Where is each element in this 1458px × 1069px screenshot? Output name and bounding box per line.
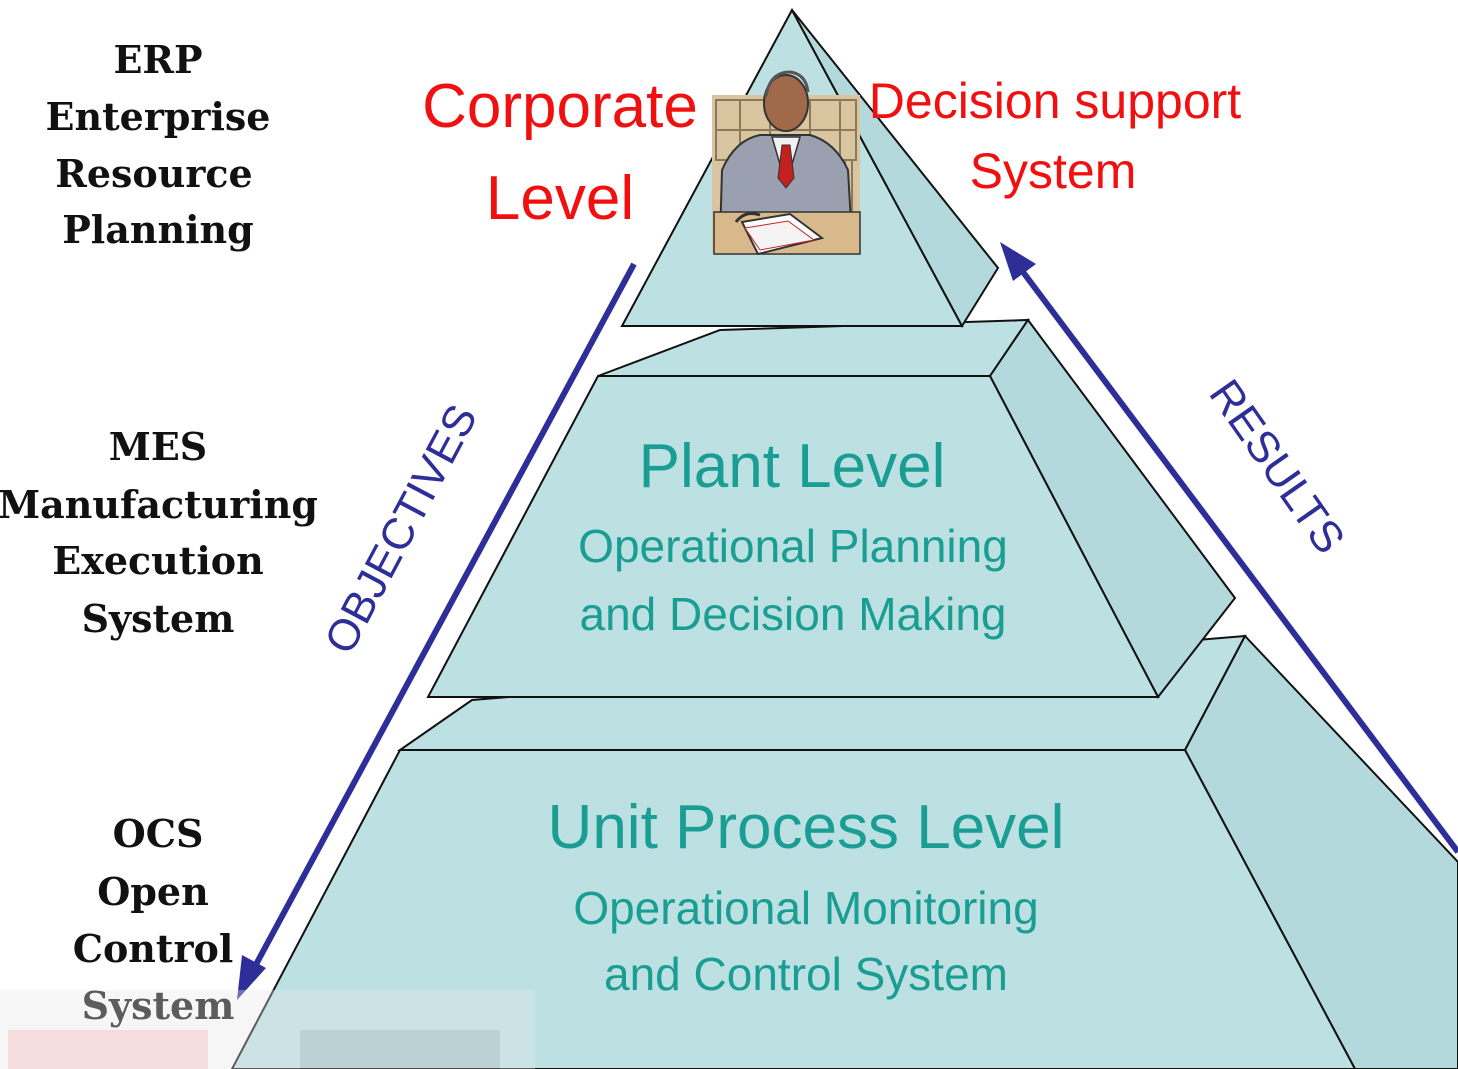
ocs-line: Control [73,926,234,971]
corporate-level-title-2: Level [486,164,634,233]
objectives-arrow [237,262,637,1000]
unit-level-sub-2: and Control System [604,948,1008,1000]
plant-level-sub-2: and Decision Making [579,588,1006,640]
erp-line: Resource [55,151,252,196]
executive-illustration [712,70,861,256]
unit-tier-front-face [230,749,1357,1069]
plant-tier-front-face [426,375,1160,698]
results-arrow [1000,242,1458,854]
erp-line: Planning [62,207,254,252]
plant-tier [426,318,1237,699]
plant-level-title: Plant Level [639,432,946,501]
mes-line: Execution [52,538,264,583]
corporate-level-title-1: Corporate [422,72,698,141]
unit-process-tier [230,634,1458,1069]
watermark [0,990,535,1069]
erp-line: ERP [113,37,202,82]
plant-level-sub-1: Operational Planning [578,520,1008,572]
unit-level-sub-1: Operational Monitoring [573,882,1038,934]
ocs-label: OCS Open Control System [73,811,235,1028]
ocs-line: Open [97,869,208,914]
mes-label: MES Manufacturing Execution System [0,424,318,641]
mes-line: Manufacturing [0,482,318,527]
objectives-label: OBJECTIVES [315,397,487,662]
decision-support-line-1: Decision support [869,73,1242,129]
ocs-line: System [82,983,235,1028]
erp-line: Enterprise [46,94,271,139]
erp-label: ERP Enterprise Resource Planning [46,37,271,252]
decision-support-line-2: System [970,143,1137,199]
mes-line: System [82,596,235,641]
plant-tier-top-face [597,318,1030,377]
mes-line: MES [109,424,207,469]
ocs-line: OCS [113,811,204,856]
unit-level-title: Unit Process Level [548,793,1065,862]
corporate-tier-right-face [791,9,1000,328]
